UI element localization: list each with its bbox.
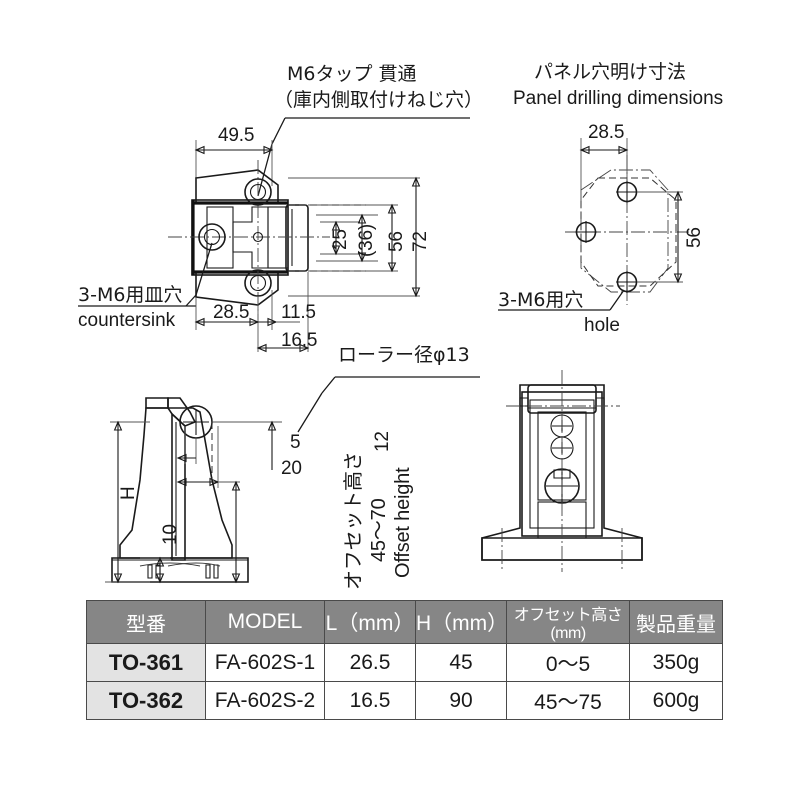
- dim-56-panel: 56: [684, 227, 705, 248]
- dim-H: H: [118, 486, 139, 500]
- spec-table: 型番 MODEL L（mm） H（mm） オフセット高さ(mm) 製品重量 TO…: [86, 600, 723, 720]
- dim-49-5: 49.5: [218, 125, 255, 146]
- cell-model: FA-602S-1: [205, 643, 325, 682]
- dim-28-5-panel: 28.5: [588, 122, 625, 143]
- table-row: TO-362 FA-602S-2 16.5 90 45〜75 600g: [86, 681, 723, 720]
- offset-height-range: 45〜70: [368, 498, 390, 563]
- col-header-weight: 製品重量: [629, 600, 723, 644]
- cell-l: 16.5: [324, 681, 416, 720]
- col-header-model-no: 型番: [86, 600, 206, 644]
- countersink-callout-en: countersink: [78, 310, 176, 331]
- top-view-drawing: [78, 117, 470, 353]
- dim-28-5-top: 28.5: [213, 302, 250, 323]
- cell-model-no: TO-362: [86, 681, 206, 720]
- dim-36: (36): [356, 224, 377, 257]
- col-header-h: H（mm）: [415, 600, 508, 644]
- cell-weight: 600g: [629, 681, 723, 720]
- table-row: TO-361 FA-602S-1 26.5 45 0〜5 350g: [86, 643, 723, 682]
- dim-10: 10: [160, 524, 181, 545]
- cell-l: 26.5: [324, 643, 416, 682]
- cell-h: 90: [415, 681, 507, 720]
- panel-drilling-title-jp: パネル穴明け寸法: [534, 61, 687, 83]
- roller-callout: ローラー径φ13: [338, 344, 470, 366]
- offset-height-label-jp: オフセット高さ: [341, 451, 365, 590]
- cell-model: FA-602S-2: [205, 681, 325, 720]
- dim-72: 72: [410, 231, 431, 252]
- front-view-drawing: [481, 370, 643, 572]
- cell-offset: 45〜75: [506, 681, 630, 720]
- col-header-model: MODEL: [205, 600, 325, 644]
- dim-20: 20: [281, 458, 302, 479]
- panel-drilling-drawing: [498, 138, 690, 311]
- countersink-callout-jp: 3-M6用皿穴: [78, 284, 183, 306]
- m6-tap-callout-line2: （庫内側取付けねじ穴）: [274, 89, 484, 111]
- dim-12: 12: [372, 431, 393, 452]
- m6-tap-callout-line1: M6タップ 貫通: [287, 63, 417, 85]
- side-view-drawing: [105, 376, 480, 584]
- cell-model-no: TO-361: [86, 643, 206, 682]
- hole-callout-en: hole: [584, 315, 620, 336]
- col-header-offset: オフセット高さ(mm): [506, 600, 630, 644]
- dim-11-5: 11.5: [281, 302, 316, 323]
- dim-16-5: 16.5: [281, 330, 318, 351]
- dim-25: 25: [330, 229, 351, 250]
- dim-56-top: 56: [386, 231, 407, 252]
- table-header-row: 型番 MODEL L（mm） H（mm） オフセット高さ(mm) 製品重量: [86, 600, 723, 644]
- cell-offset: 0〜5: [506, 643, 630, 682]
- cell-h: 45: [415, 643, 507, 682]
- offset-height-label-en: Offset height: [392, 467, 414, 578]
- cell-weight: 350g: [629, 643, 723, 682]
- col-header-l: L（mm）: [324, 600, 416, 644]
- dim-5: 5: [290, 432, 301, 453]
- panel-drilling-title-en: Panel drilling dimensions: [513, 88, 724, 109]
- hole-callout-jp: 3-M6用穴: [498, 289, 584, 311]
